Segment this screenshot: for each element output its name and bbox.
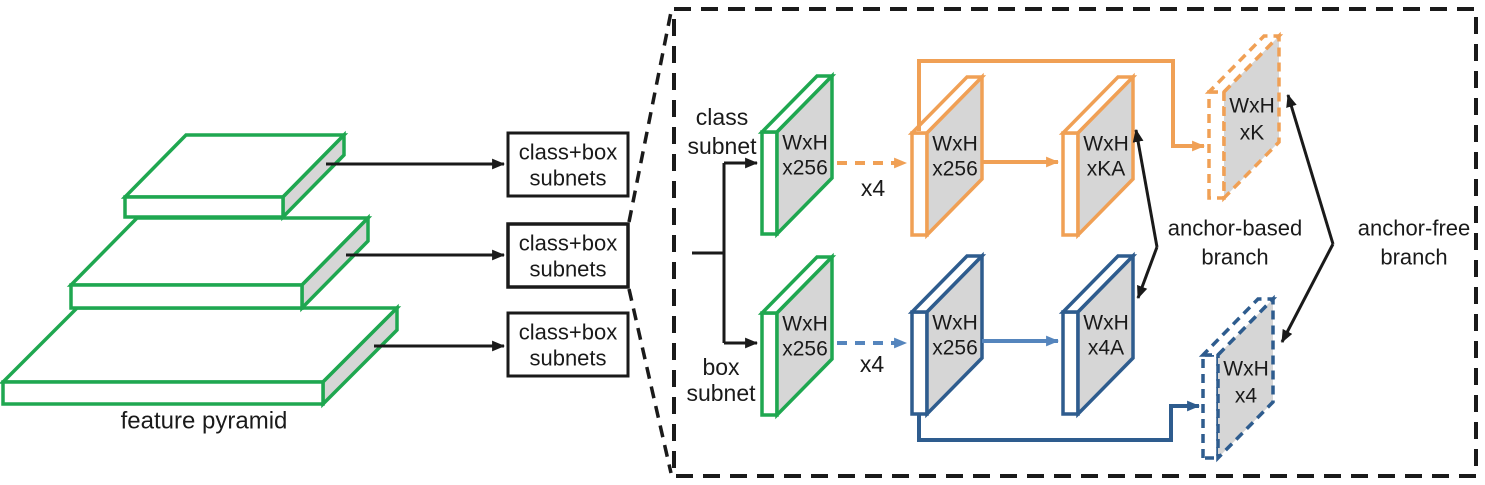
af-box-label-line1: WxH <box>1223 358 1269 381</box>
anchor-based-arrow-up <box>1132 128 1159 248</box>
class-output-side-face <box>1061 131 1080 237</box>
subnet-boxes: class+box subnets class+box subnets clas… <box>506 131 630 378</box>
class-conv-label-line2: x256 <box>932 158 978 181</box>
af-class-label-line1: WxH <box>1229 95 1275 118</box>
anchor-free-arrow-up <box>1286 93 1335 245</box>
anchor-free-branch-label: anchor-free branch <box>1280 93 1471 343</box>
subnet-box-2-line1: class+box <box>519 231 617 256</box>
class-output-label-line1: WxH <box>1083 133 1129 156</box>
subnet-box-1-line1: class+box <box>519 140 617 165</box>
af-class-front-face <box>1222 31 1281 203</box>
anchor-free-label-line1: anchor-free <box>1358 216 1471 241</box>
box-input-front-face <box>775 252 834 420</box>
class-input-front-face <box>775 71 834 239</box>
box-conv-label-line2: x256 <box>932 337 978 360</box>
class-conv-label-line1: WxH <box>932 133 978 156</box>
class-skip-connection <box>917 59 1206 152</box>
class-input-label-line1: WxH <box>782 132 828 155</box>
class-input-side-face <box>760 130 779 236</box>
class-conv-side-face <box>910 131 929 237</box>
af-box-front-face <box>1216 294 1275 463</box>
anchor-free-arrow-down <box>1280 243 1335 343</box>
anchor-based-arrow-down <box>1136 246 1159 300</box>
subnet-box-2-line2: subnets <box>529 257 606 282</box>
class-conv-front-face <box>925 72 984 240</box>
box-input-side-face <box>760 311 779 417</box>
pyramid-to-subnet-arrows <box>326 158 506 352</box>
box-output-label-line2: x4A <box>1088 337 1124 360</box>
box-output-label-line1: WxH <box>1083 312 1129 335</box>
subnet-box-3-line2: subnets <box>529 346 606 371</box>
zoom-connector-lines <box>627 11 673 474</box>
anchor-free-class-block: WxH xK <box>1204 31 1284 203</box>
box-output-block: WxH x4A <box>1058 251 1138 419</box>
subnet-box-1-line2: subnets <box>529 166 606 191</box>
detail-panel: class subnet box subnet WxH x256 x4 <box>672 7 1478 478</box>
subnet-box-1-rect <box>506 131 630 198</box>
box-skip-connection <box>917 400 1201 442</box>
zoom-line-top <box>627 11 673 223</box>
input-split <box>692 157 759 349</box>
box-conv-side-face <box>910 310 929 416</box>
subnet-box-3: class+box subnets <box>506 311 630 378</box>
anchor-based-label-line1: anchor-based <box>1168 216 1303 241</box>
pyramid-top-front-face <box>123 195 285 219</box>
class-output-label-line2: xKA <box>1087 158 1126 181</box>
pyramid-level-top <box>120 130 349 222</box>
subnet-box-3-line1: class+box <box>519 320 617 345</box>
class-repeat-label: x4 <box>861 175 886 201</box>
box-conv-block: WxH x256 <box>907 251 987 419</box>
class-subnet-label-line1: class <box>696 104 748 130</box>
feature-pyramid: feature pyramid <box>0 130 402 435</box>
class-subnet-label-line2: subnet <box>687 133 757 159</box>
af-box-side-face <box>1201 353 1220 460</box>
af-class-side-face <box>1207 90 1226 200</box>
input-stub-line <box>692 163 726 343</box>
box-row: WxH x256 x4 WxH x256 WxH x4A <box>757 251 1278 463</box>
pyramid-level-bottom <box>0 303 402 409</box>
class-input-block: WxH x256 <box>757 71 837 239</box>
subnet-box-1: class+box subnets <box>506 131 630 198</box>
pyramid-label: feature pyramid <box>121 408 288 435</box>
box-subnet-label-line2: subnet <box>686 380 756 406</box>
anchor-based-branch-label: anchor-based branch <box>1132 128 1303 300</box>
af-class-label-line2: xK <box>1240 122 1265 145</box>
box-input-label-line2: x256 <box>782 338 828 361</box>
box-output-front-face <box>1076 251 1135 419</box>
detail-panel-border <box>672 7 1478 478</box>
pyramid-level-middle <box>66 213 373 313</box>
class-output-block: WxH xKA <box>1058 72 1138 240</box>
anchor-free-label-line2: branch <box>1380 245 1447 270</box>
box-subnet-label-line1: box <box>702 354 740 380</box>
box-repeat-label: x4 <box>860 351 885 377</box>
class-output-front-face <box>1076 72 1135 240</box>
af-box-label-line2: x4 <box>1235 385 1258 408</box>
subnet-box-3-rect <box>506 311 630 378</box>
box-input-block: WxH x256 <box>757 252 837 420</box>
box-output-side-face <box>1061 310 1080 416</box>
pyramid-bottom-front-face <box>1 380 325 406</box>
class-conv-block: WxH x256 <box>907 72 987 240</box>
class-input-label-line2: x256 <box>782 157 828 180</box>
box-input-label-line1: WxH <box>782 313 828 336</box>
anchor-based-label-line2: branch <box>1201 245 1268 270</box>
subnet-box-2: class+box subnets <box>506 222 630 289</box>
box-conv-label-line1: WxH <box>932 312 978 335</box>
pyramid-middle-front-face <box>69 283 304 310</box>
subnet-box-2-rect <box>506 222 630 289</box>
zoom-line-bottom <box>627 288 673 474</box>
box-conv-front-face <box>925 251 984 419</box>
anchor-free-box-block: WxH x4 <box>1198 294 1278 463</box>
class-row: WxH x256 x4 WxH x256 WxH xKA <box>757 31 1284 240</box>
